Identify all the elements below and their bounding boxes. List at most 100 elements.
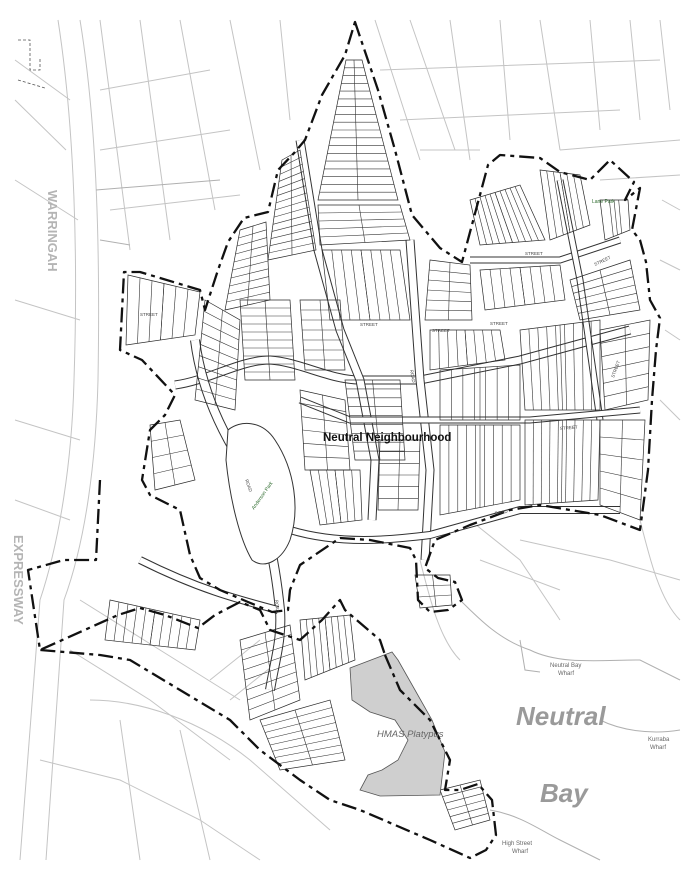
lot-line (609, 199, 614, 237)
lot-block (299, 614, 356, 681)
lot-line (455, 329, 459, 367)
main-roads (138, 139, 641, 691)
lot-line (555, 325, 559, 411)
lot-line (529, 266, 536, 304)
lot-line (185, 617, 192, 650)
lot-line (565, 419, 567, 503)
street-label: STREET (490, 321, 508, 326)
lot-line (324, 617, 331, 671)
lane-park-label: Lane Park (592, 199, 615, 205)
lot-line (489, 269, 496, 309)
street-labels: STREET STREET STREET STREET STREET STREE… (140, 251, 621, 614)
lot-line (318, 618, 325, 673)
lot-line (618, 199, 622, 234)
lot-line (539, 266, 546, 303)
high-street-wharf-l1: High Street (502, 841, 532, 847)
lot-line (519, 267, 526, 306)
lot-line (319, 299, 326, 371)
lot-line (490, 329, 496, 362)
lot-line (599, 269, 611, 316)
lot-line (464, 329, 468, 366)
lot-block (479, 264, 566, 311)
lot-line (489, 193, 507, 244)
lot-line (559, 172, 571, 233)
lot-line (318, 469, 328, 525)
kurraba-wharf-l1: Kurraba (648, 737, 670, 743)
neighbourhood-boundary (118, 20, 662, 614)
lot-line (264, 299, 271, 381)
lot-line (158, 611, 165, 647)
lot-line (247, 225, 254, 306)
lot-line (546, 170, 557, 238)
lot-block (469, 184, 546, 246)
lot-line (330, 616, 337, 668)
street-label: STREET (525, 251, 543, 256)
water-label-bay: Bay (540, 778, 589, 808)
property-lots (104, 59, 651, 831)
lot-line (331, 249, 341, 321)
lot-line (438, 329, 440, 369)
hmas-platypus-label: HMAS Platypus (377, 729, 444, 740)
lot-line (479, 196, 494, 245)
lot-line (564, 324, 567, 411)
wharf-labels: Neutral Bay Wharf Kurraba Wharf High Str… (502, 663, 670, 855)
expressway-label: EXPRESSWAY (11, 535, 26, 625)
lot-line (537, 327, 542, 411)
lot-line (343, 469, 349, 522)
lot-line (549, 265, 556, 302)
lot-line (350, 249, 361, 321)
boundary-southeast (39, 648, 498, 860)
lot-line (131, 605, 138, 644)
lot-block (599, 199, 631, 241)
kurraba-wharf-l2: Wharf (650, 745, 666, 751)
road-label: ROAD (244, 479, 253, 494)
lot-line (549, 419, 551, 504)
lot-line (290, 154, 293, 256)
lot-block (299, 299, 346, 371)
lot-line (589, 419, 592, 501)
hmas-platypus-site (349, 651, 446, 797)
lot-line (473, 329, 478, 364)
lot-line (581, 322, 584, 411)
neutral-bay-wharf-l1: Neutral Bay (550, 663, 581, 669)
road-label: ROAD (409, 369, 416, 383)
lot-line (448, 262, 451, 321)
lot-line (504, 189, 526, 242)
lot-line (183, 289, 189, 337)
street-label: STREET (432, 328, 450, 333)
lot-block (104, 599, 201, 651)
lot-line (171, 286, 177, 339)
lot-line (499, 190, 520, 243)
lot-line (482, 329, 487, 363)
street-label: STREET (593, 255, 611, 267)
background-streets (14, 19, 681, 861)
lot-block (599, 419, 646, 521)
lot-line (360, 249, 371, 321)
lot-line (509, 187, 533, 242)
lot-line (113, 601, 120, 642)
lot-line (140, 607, 147, 645)
lot-line (164, 422, 176, 486)
lot-line (343, 615, 350, 663)
lot-line (334, 469, 342, 523)
lot-line (447, 329, 450, 368)
road-label: ROAD (274, 600, 280, 614)
lot-line (337, 616, 343, 666)
lot-line (341, 249, 351, 321)
lot-block (439, 364, 521, 421)
warringah-label: WARRINGAH (45, 190, 60, 272)
lot-block (429, 329, 506, 371)
lot-line (167, 613, 174, 648)
lot-block (149, 419, 196, 491)
lot-line (528, 328, 534, 411)
lot-line (397, 439, 401, 511)
lot-line (561, 419, 563, 503)
street-label: STREET (140, 312, 158, 317)
lot-line (358, 204, 366, 243)
boundary-southwest (26, 479, 387, 656)
lot-line (494, 192, 513, 243)
lot-line (370, 249, 381, 321)
street-label: STREET (360, 322, 378, 327)
lot-line (557, 419, 559, 503)
lot-line (613, 199, 618, 236)
